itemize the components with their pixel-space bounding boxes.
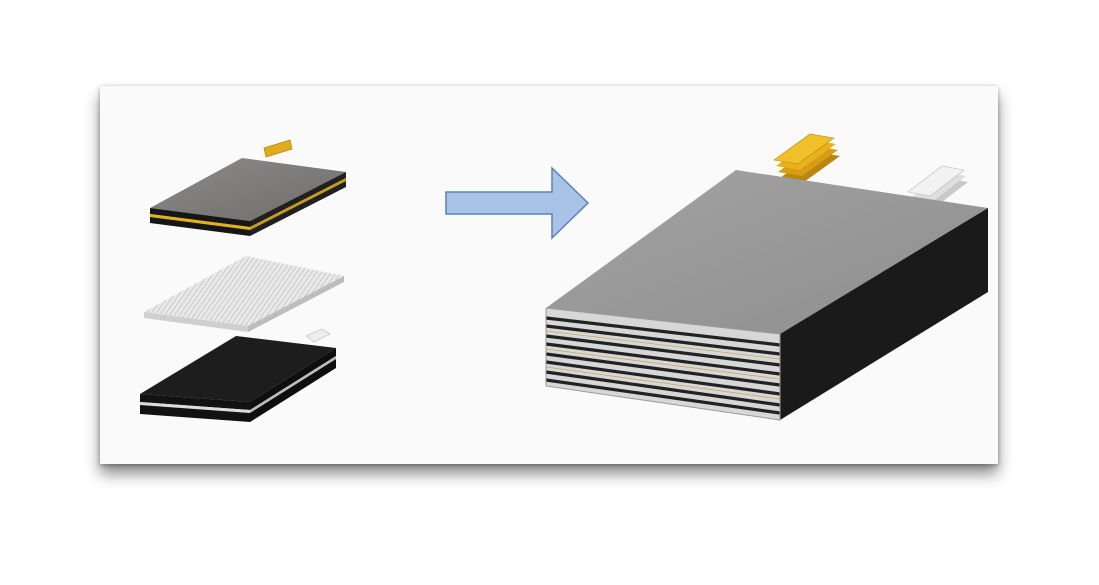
- diagram-panel: [100, 86, 998, 464]
- positive-stripe: [150, 214, 250, 230]
- positive-tab: [263, 139, 293, 158]
- negative-tab: [305, 328, 331, 343]
- negative-stripe: [140, 402, 250, 413]
- positive-electrode-top: [150, 158, 346, 221]
- negative-electrode-top: [140, 336, 336, 402]
- stacked-cell: [545, 133, 988, 421]
- stacked-positive-tabs: [773, 133, 840, 182]
- stacked-cell-top: [546, 170, 988, 334]
- separator-top: [144, 256, 344, 326]
- stacked-layers: [545, 316, 781, 415]
- process-arrow: [445, 166, 590, 240]
- stacked-cell-side: [780, 208, 988, 420]
- lamination-diagram: [140, 133, 988, 422]
- positive-electrode-layer: [150, 139, 346, 236]
- negative-electrode-layer: [140, 328, 336, 422]
- separator-layer: [144, 256, 344, 332]
